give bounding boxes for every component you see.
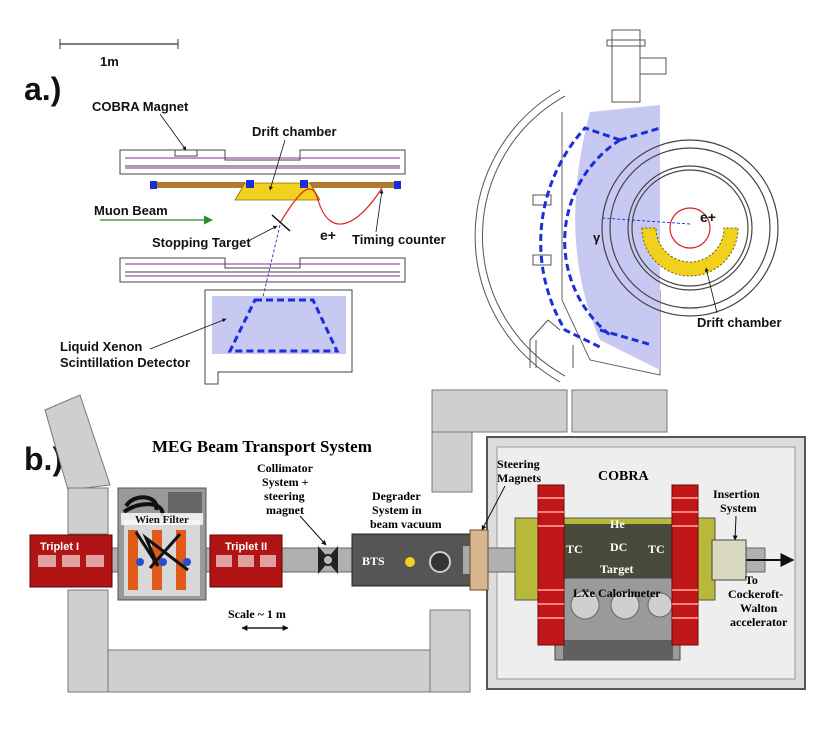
timing-counter-label: Timing counter [352,232,446,247]
destination-line2: Cockeroft- [728,587,783,601]
collimator-line4: magnet [266,503,304,517]
degrader-line3: beam vacuum [370,517,442,531]
bts-solenoid: BTS Degrader System in beam vacuum [351,489,481,587]
steering-line2: Magnets [497,471,541,485]
positron-track-side [279,187,383,225]
cobra-magnet-label: COBRA Magnet [92,99,189,114]
insertion-line1: Insertion [713,487,760,501]
stopping-target-label: Stopping Target [152,235,251,250]
steering-magnets: Steering Magnets [469,457,541,591]
scale-bar: 1m [59,39,179,69]
timing-counter-right [310,182,398,188]
cobra-magnet-side-view [119,149,406,283]
panel-a-marker: a.) [24,71,61,107]
triplet-1-label: Triplet I [40,541,79,553]
destination-label: To Cockeroft- Walton accelerator [728,573,788,629]
drift-chamber-end [641,227,739,277]
scale-label: Scale ~ 1 m [228,607,286,621]
positron-label-end: e+ [700,209,716,225]
degrader-line2: System in [372,503,422,517]
wien-filter-label: Wien Filter [135,514,189,526]
tc-label-right: TC [648,542,665,556]
target-label: Target [600,562,634,576]
lxe-calorimeter-label: LXe Calorimeter [573,586,661,600]
destination-line4: accelerator [730,615,788,629]
cobra-detector: COBRA He TC DC TC Target LXe Calorimeter [514,469,716,661]
lxe-label-line1: Liquid Xenon [60,339,142,354]
steering-line1: Steering [497,457,540,471]
insertion-line2: System [720,501,757,515]
collimator: Collimator System + steering magnet [257,461,338,574]
lxe-end-view [575,105,660,370]
insertion-system: Insertion System [711,487,760,581]
panel-a: a.) 1m [24,29,782,385]
liquid-xenon-detector-side [204,289,353,385]
cobra-label: COBRA [598,469,649,484]
scale-bar-label: 1m [100,54,119,69]
stopping-target [271,214,291,232]
end-view-rings [601,139,779,317]
photon-track-side [257,224,281,319]
muon-beam-label: Muon Beam [94,203,168,218]
gamma-label: γ [593,230,601,245]
degrader-line1: Degrader [372,489,421,503]
destination-line3: Walton [740,601,778,615]
triplet-2: Triplet II [209,534,283,588]
collimator-line1: Collimator [257,461,314,475]
panel-b: b.) MEG Beam Transport System Triplet I [24,389,806,693]
he-label: He [610,517,625,531]
tc-label-left: TC [566,542,583,556]
destination-line1: To [745,573,758,587]
triplet-2-label: Triplet II [225,541,267,553]
dc-label: DC [610,540,627,554]
lxe-label-line2: Scintillation Detector [60,355,190,370]
collimator-line2: System + [262,475,309,489]
wien-filter: Wien Filter [117,487,207,601]
scale-indicator: Scale ~ 1 m [228,607,289,631]
beam-transport-title: MEG Beam Transport System [152,437,372,456]
drift-chamber-label-end: Drift chamber [697,315,782,330]
positron-label-side: e+ [320,227,336,243]
triplet-1: Triplet I [29,534,113,588]
collimator-line3: steering [264,489,305,503]
bts-label: BTS [362,554,385,568]
drift-chamber-label-side: Drift chamber [252,124,337,139]
timing-counter-left [155,182,245,188]
